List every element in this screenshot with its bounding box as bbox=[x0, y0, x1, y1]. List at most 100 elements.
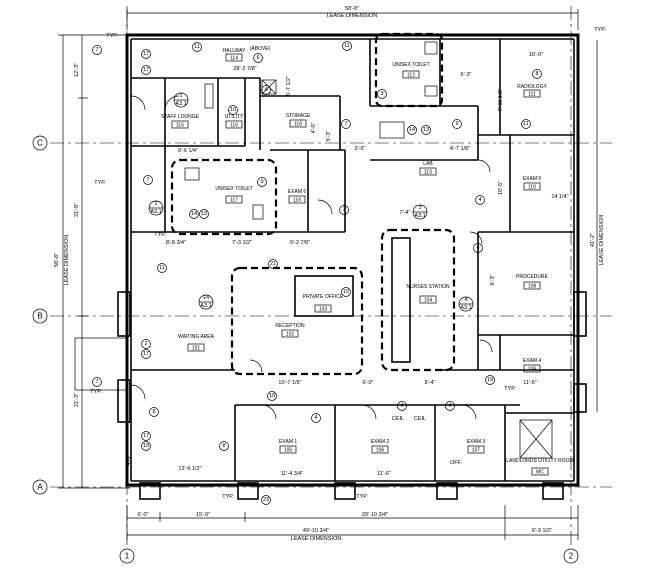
typ-labels: TYP. TYP. TYP. TYP. TYP. TYP. TYP. TYP. … bbox=[90, 27, 606, 500]
keynote-tag: 4 bbox=[475, 195, 485, 205]
svg-text:106: 106 bbox=[376, 448, 385, 454]
svg-text:19: 19 bbox=[487, 377, 493, 383]
svg-text:13: 13 bbox=[423, 127, 429, 133]
svg-text:7: 7 bbox=[342, 207, 345, 213]
keynote-tag: 8 bbox=[532, 69, 542, 79]
keynote-tag: 23 bbox=[261, 495, 271, 505]
keynote-tag: 19 bbox=[485, 375, 495, 385]
svg-text:5'-7 1/2": 5'-7 1/2" bbox=[286, 76, 292, 96]
svg-text:17: 17 bbox=[143, 433, 149, 439]
room-label: STORAGE 118 bbox=[286, 113, 311, 128]
grid-bubble-2: 2 bbox=[563, 548, 579, 564]
svg-text:CEIL: CEIL bbox=[414, 416, 426, 422]
keynote-tag: 17 bbox=[141, 349, 151, 359]
top-dimension: 58'-8" LEASE DIMENSION bbox=[126, 6, 579, 30]
keynote-tag: 13 bbox=[421, 125, 431, 135]
svg-text:UTILITY: UTILITY bbox=[225, 114, 244, 120]
svg-text:19: 19 bbox=[143, 443, 149, 449]
svg-text:41'-2": 41'-2" bbox=[590, 233, 596, 247]
svg-text:9: 9 bbox=[455, 121, 458, 127]
svg-text:2: 2 bbox=[144, 341, 147, 347]
svg-text:113: 113 bbox=[424, 170, 432, 176]
svg-text:PRIVATE OFFICE: PRIVATE OFFICE bbox=[303, 294, 344, 300]
svg-text:15'-0": 15'-0" bbox=[196, 512, 210, 518]
svg-text:28'-2 7/8": 28'-2 7/8" bbox=[233, 66, 256, 72]
svg-text:OFF.: OFF. bbox=[450, 460, 462, 466]
keynote-tag: 14 bbox=[407, 125, 417, 135]
fixtures bbox=[184, 41, 553, 459]
svg-text:LANDLORDS UTILITY ROOM: LANDLORDS UTILITY ROOM bbox=[506, 458, 573, 464]
svg-text:A3.1: A3.1 bbox=[175, 101, 186, 107]
svg-text:6'-3": 6'-3" bbox=[461, 72, 472, 78]
svg-text:4'-3": 4'-3" bbox=[126, 454, 132, 465]
svg-text:118: 118 bbox=[294, 122, 302, 128]
svg-text:9'-2 7/8": 9'-2 7/8" bbox=[290, 240, 310, 246]
svg-text:102: 102 bbox=[286, 332, 295, 338]
svg-text:LEASE DIMENSION: LEASE DIMENSION bbox=[599, 215, 605, 265]
keynote-tag: 17 bbox=[141, 65, 151, 75]
svg-text:TYP.: TYP. bbox=[94, 180, 106, 186]
svg-text:4: 4 bbox=[264, 87, 267, 93]
grid-bubble-a: A bbox=[32, 479, 48, 495]
keynote-tag: 17 bbox=[141, 431, 151, 441]
svg-text:11'-4 3/4": 11'-4 3/4" bbox=[281, 471, 304, 477]
svg-text:TYP.: TYP. bbox=[594, 27, 606, 33]
svg-text:4: 4 bbox=[464, 297, 467, 303]
svg-text:7'-4": 7'-4" bbox=[400, 210, 411, 216]
svg-text:EXAM 1: EXAM 1 bbox=[279, 439, 298, 445]
svg-text:6'-9 1/2": 6'-9 1/2" bbox=[532, 528, 552, 534]
keynote-tag: 4 bbox=[311, 413, 321, 423]
svg-text:104: 104 bbox=[424, 298, 433, 304]
svg-text:14 1/4": 14 1/4" bbox=[551, 194, 568, 200]
svg-text:7: 7 bbox=[95, 379, 98, 385]
room-label: (ABOVE) bbox=[250, 46, 271, 52]
svg-text:8: 8 bbox=[535, 71, 538, 77]
svg-text:17: 17 bbox=[143, 51, 149, 57]
room-label: LANDLORDS UTILITY ROOM MC bbox=[506, 458, 573, 476]
grid-bubble-c: C bbox=[32, 135, 48, 151]
svg-text:12'-6 1/2": 12'-6 1/2" bbox=[178, 466, 201, 472]
svg-text:MC: MC bbox=[536, 470, 544, 476]
keynote-tag: 21 bbox=[268, 259, 278, 269]
keynote-tag: 11 bbox=[157, 263, 167, 273]
keynote-tag: 10 bbox=[341, 287, 351, 297]
svg-text:TYP.: TYP. bbox=[222, 494, 234, 500]
svg-text:29'-10 3/4": 29'-10 3/4" bbox=[362, 512, 388, 518]
svg-text:6: 6 bbox=[256, 55, 259, 61]
keynote-tag: 13 bbox=[199, 209, 209, 219]
svg-text:117: 117 bbox=[230, 198, 238, 204]
svg-text:7'-11 1/8": 7'-11 1/8" bbox=[498, 89, 504, 112]
svg-text:TYP.: TYP. bbox=[504, 386, 516, 392]
keynote-tag: 10 bbox=[228, 105, 238, 115]
svg-text:RADIOLOGY: RADIOLOGY bbox=[517, 84, 547, 90]
keynote-tag: 4 bbox=[445, 401, 455, 411]
svg-text:11'-6": 11'-6" bbox=[377, 471, 391, 477]
svg-text:108: 108 bbox=[528, 284, 537, 290]
svg-text:111: 111 bbox=[528, 92, 536, 98]
svg-text:A3.1: A3.1 bbox=[150, 209, 161, 215]
svg-text:WAITING AREA: WAITING AREA bbox=[178, 334, 215, 340]
svg-text:LEASE DIMENSION: LEASE DIMENSION bbox=[64, 235, 70, 285]
svg-text:8'-8 3/4": 8'-8 3/4" bbox=[166, 240, 186, 246]
keynote-tag: 7 bbox=[92, 45, 102, 55]
door-swings bbox=[130, 95, 493, 420]
room-label: RADIOLOGY 111 bbox=[517, 84, 547, 98]
bottom-dimensions: 6'-0" 15'-0" 29'-10 3/4" 49'-10 3/4" LEA… bbox=[126, 505, 579, 542]
svg-text:6'-0": 6'-0" bbox=[363, 380, 374, 386]
svg-text:8'-4": 8'-4" bbox=[425, 380, 436, 386]
svg-text:TYP.: TYP. bbox=[356, 494, 368, 500]
svg-text:UNISEX TOILET: UNISEX TOILET bbox=[392, 62, 429, 68]
section-marker: 1A3.1 bbox=[173, 92, 189, 108]
svg-text:110: 110 bbox=[528, 185, 536, 191]
svg-text:4: 4 bbox=[448, 403, 451, 409]
svg-text:STORAGE: STORAGE bbox=[286, 113, 311, 119]
